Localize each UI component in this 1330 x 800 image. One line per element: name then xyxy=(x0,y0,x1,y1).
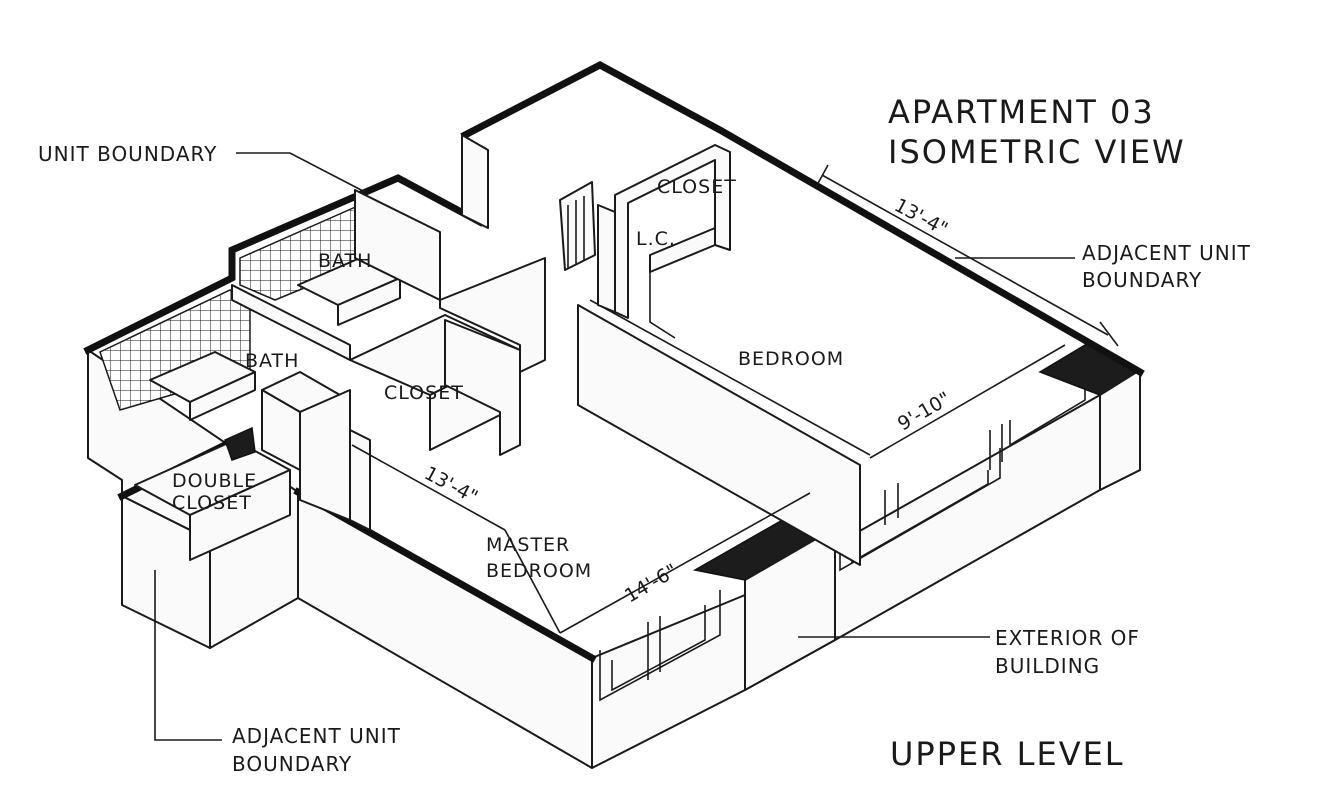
callout-adjacent-right-1: ADJACENT UNIT xyxy=(1082,241,1251,265)
room-label-double-closet-1: DOUBLE xyxy=(172,470,258,492)
dimension-lines xyxy=(351,164,1119,634)
room-label-closet-upper: CLOSET xyxy=(657,176,737,198)
room-label-double-closet-2: CLOSET xyxy=(172,492,252,514)
room-label-bath-upper: BATH xyxy=(318,250,373,272)
room-label-master-bedroom-2: BEDROOM xyxy=(486,560,593,582)
room-label-master-bedroom-1: MASTER xyxy=(486,534,571,556)
room-label-bath-lower: BATH xyxy=(245,350,300,372)
callout-adjacent-left-1: ADJACENT UNIT xyxy=(232,724,401,748)
callout-exterior-1: EXTERIOR OF xyxy=(995,626,1140,650)
level-label: UPPER LEVEL xyxy=(890,735,1125,773)
room-label-linen-closet: L.C. xyxy=(636,228,676,250)
room-label-closet-center: CLOSET xyxy=(384,382,464,404)
interior-partitions xyxy=(134,134,871,566)
callout-leaders xyxy=(154,152,1075,741)
callout-unit-boundary: UNIT BOUNDARY xyxy=(38,142,218,166)
callout-adjacent-left-2: BOUNDARY xyxy=(232,752,353,776)
room-label-bedroom: BEDROOM xyxy=(738,348,845,370)
title-line-2: ISOMETRIC VIEW xyxy=(888,133,1186,171)
callout-adjacent-right-2: BOUNDARY xyxy=(1082,268,1203,292)
callout-exterior-2: BUILDING xyxy=(995,654,1101,678)
title-line-1: APARTMENT 03 xyxy=(888,93,1155,131)
